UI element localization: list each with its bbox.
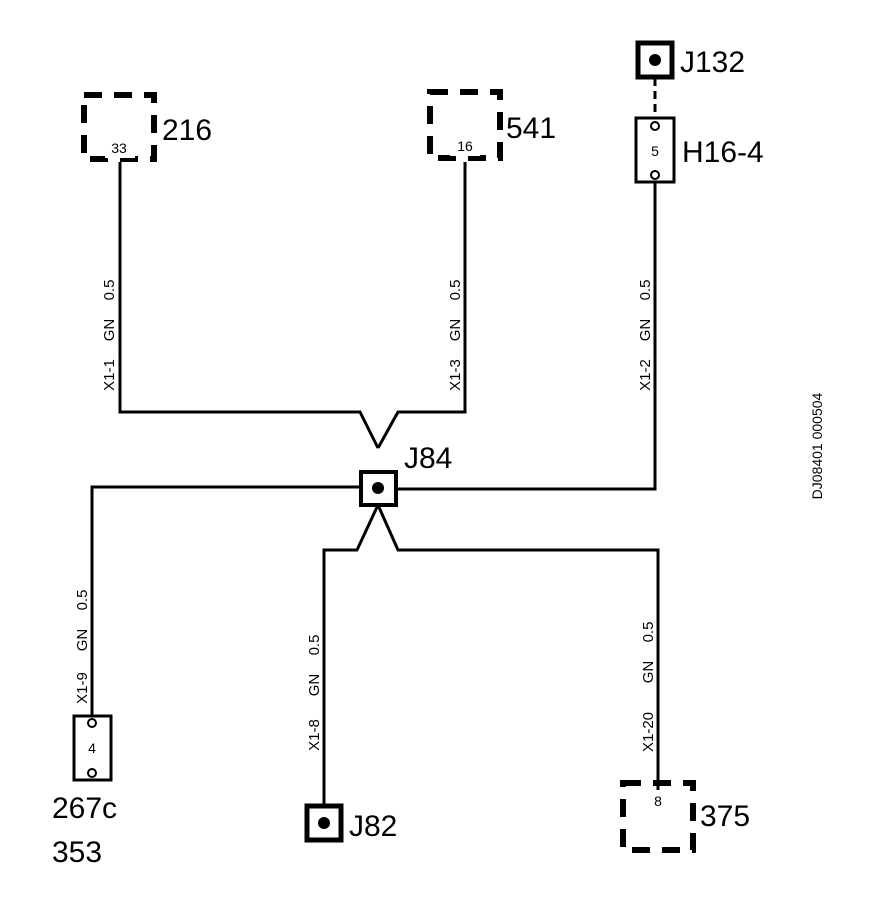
- connector-267c-label: 267c: [52, 792, 117, 825]
- wire-size: 0.5: [306, 635, 323, 656]
- connector-h16-4: 5 H16-4: [634, 116, 764, 184]
- splice-j84: J84: [359, 442, 452, 507]
- wire-color: GN: [640, 661, 657, 684]
- wire-pin: X1-20: [640, 712, 657, 752]
- wire-color: GN: [637, 319, 654, 342]
- wire-label-x1-2: 0.5 GN X1-2: [637, 280, 654, 391]
- wire-x1-3: [376, 162, 467, 449]
- connector-375-pin: 8: [654, 793, 662, 809]
- wire-x1-1: [118, 162, 380, 449]
- wire-size: 0.5: [640, 622, 657, 643]
- wire-pin: X1-9: [74, 672, 91, 704]
- connector-541: 16 541: [427, 89, 556, 161]
- connector-216-pin: 33: [111, 140, 127, 156]
- wire-x1-8: [322, 504, 380, 806]
- junction-j132: J132: [635, 40, 745, 80]
- wire-color: GN: [101, 319, 118, 342]
- wire-x1-2: [395, 180, 657, 491]
- wire-pin: X1-2: [637, 359, 654, 391]
- junction-j82: J82: [304, 803, 397, 843]
- connector-541-label: 541: [506, 112, 556, 145]
- connector-541-pin: 16: [457, 138, 473, 154]
- wire-pin: X1-8: [306, 719, 323, 751]
- wire-size: 0.5: [447, 280, 464, 301]
- wire-pin: X1-3: [447, 359, 464, 391]
- reference-code: DJ08401 000504: [809, 392, 825, 499]
- wire-size: 0.5: [101, 280, 118, 301]
- wire-color: GN: [306, 674, 323, 697]
- connector-267c-pin: 4: [88, 740, 96, 756]
- wire-pin: X1-1: [101, 359, 118, 391]
- connector-216-label: 216: [162, 114, 212, 147]
- wire-color: GN: [447, 319, 464, 342]
- wire-color: GN: [74, 629, 91, 652]
- connector-h16-4-pin: 5: [651, 143, 659, 159]
- wire-size: 0.5: [637, 280, 654, 301]
- wire-label-x1-3: 0.5 GN X1-3: [447, 280, 464, 391]
- connector-267c: 4 267c 353: [52, 714, 117, 869]
- connector-375: 8 375: [620, 780, 750, 853]
- connector-375-label: 375: [700, 800, 750, 833]
- wire-label-x1-20: 0.5 GN X1-20: [640, 622, 657, 752]
- wire-label-x1-9: 0.5 GN X1-9: [74, 590, 91, 704]
- splice-j84-label: J84: [404, 442, 452, 475]
- wire-x1-20: [376, 504, 660, 788]
- wire-size: 0.5: [74, 590, 91, 611]
- wire-label-x1-8: 0.5 GN X1-8: [306, 635, 323, 751]
- connector-h16-4-label: H16-4: [682, 136, 764, 169]
- connector-216: 33 216: [81, 92, 212, 162]
- connector-353-label: 353: [52, 836, 102, 869]
- junction-j82-label: J82: [349, 810, 397, 843]
- wire-x1-9: [90, 485, 361, 716]
- wire-label-x1-1: 0.5 GN X1-1: [101, 280, 118, 391]
- junction-j132-label: J132: [680, 46, 745, 79]
